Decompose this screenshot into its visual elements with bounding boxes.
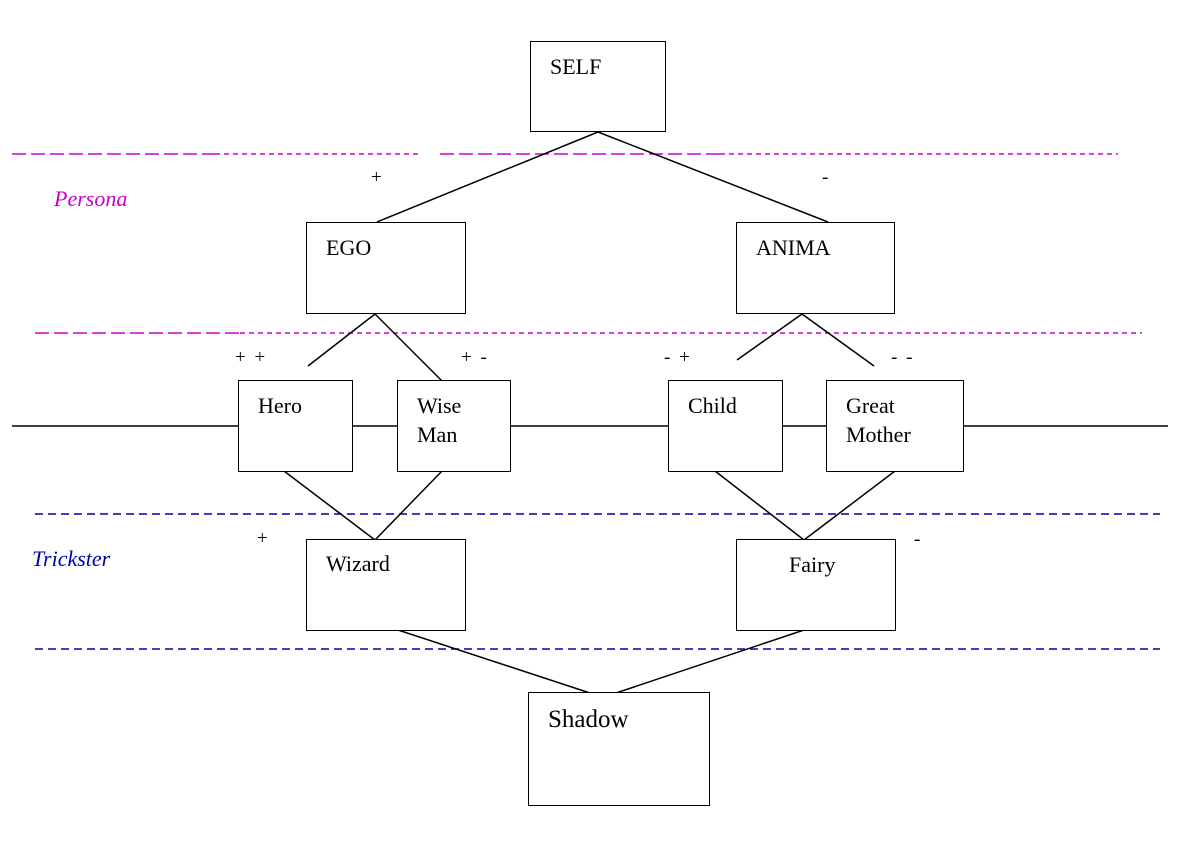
child-box (668, 380, 783, 472)
anima-greatmother-link (801, 313, 875, 367)
wise-man-label: Wise Man (417, 393, 462, 447)
child-fairy-link (714, 470, 805, 541)
ego-wiseman-link (374, 313, 443, 382)
fairy-shadow-link (615, 629, 805, 694)
great-mother-sign: - - (891, 347, 915, 368)
shadow-label: Shadow (548, 706, 629, 733)
wizard-box (306, 539, 466, 631)
ego-label: EGO (326, 235, 372, 260)
anima-sign: - (822, 167, 831, 188)
ego-sign: + (371, 167, 384, 188)
anima-child-link (736, 313, 803, 361)
greatmother-fairy-link (803, 470, 896, 541)
great-mother-label: Great Mother (846, 393, 911, 447)
wise-man-box (397, 380, 511, 472)
trickster-band (35, 513, 1160, 650)
self-ego-link (376, 131, 599, 223)
hero-label: Hero (258, 393, 302, 418)
persona-band (12, 153, 1142, 334)
wiseman-wizard-link (374, 470, 443, 541)
wise-man-sign: + - (461, 347, 489, 368)
self-box (530, 41, 666, 132)
trickster-label: Trickster (32, 546, 111, 571)
fairy-sign: - (914, 529, 923, 550)
child-sign: - + (664, 347, 692, 368)
fairy-box (736, 539, 896, 631)
self-label: SELF (550, 54, 602, 79)
wizard-label: Wizard (326, 551, 390, 576)
hero-sign: + + (235, 347, 268, 368)
shadow-box (528, 692, 710, 806)
anima-box (736, 222, 895, 314)
child-label: Child (688, 393, 737, 418)
hero-wizard-link (283, 470, 376, 541)
great-mother-box (826, 380, 964, 472)
self-anima-link (597, 131, 829, 223)
anima-label: ANIMA (756, 235, 831, 260)
connectors (12, 131, 1168, 694)
ego-box (306, 222, 466, 314)
hero-box (238, 380, 353, 472)
wizard-shadow-link (397, 629, 591, 694)
persona-label: Persona (54, 186, 128, 211)
ego-hero-link (307, 313, 376, 367)
wizard-sign: + (257, 528, 270, 549)
fairy-label: Fairy (789, 552, 836, 577)
